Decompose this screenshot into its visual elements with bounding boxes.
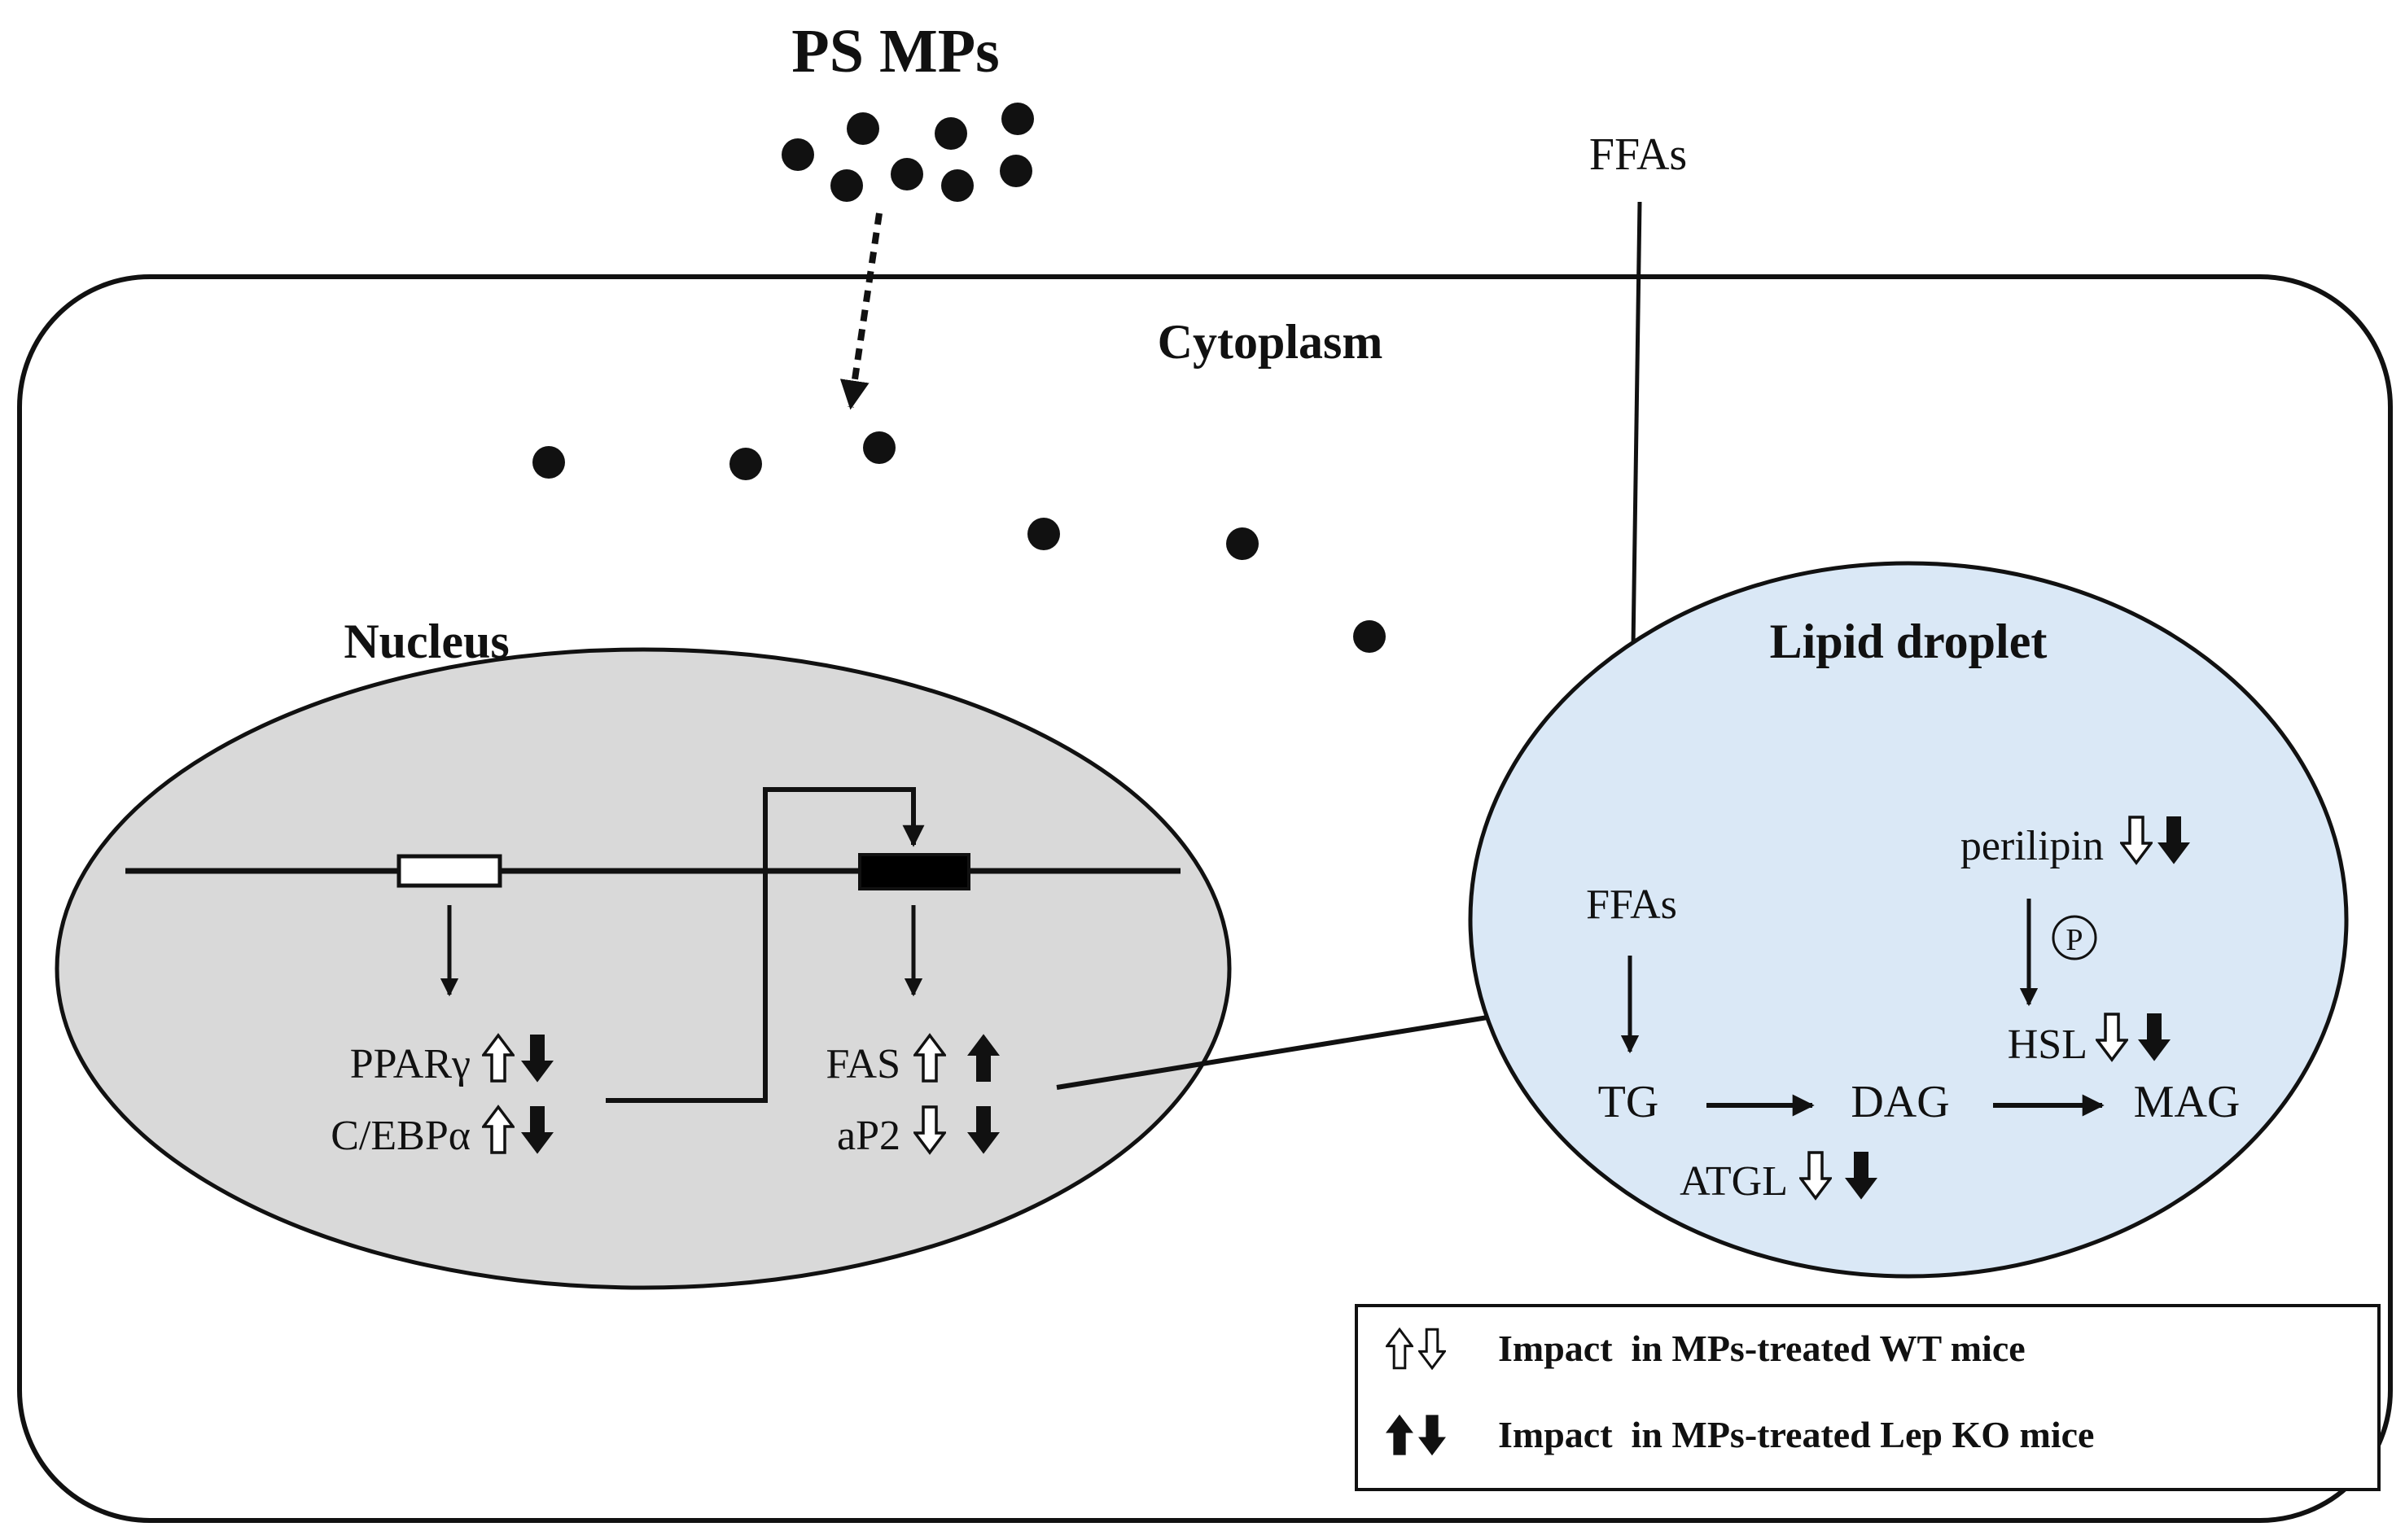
nucleus-label: Nucleus	[344, 615, 509, 668]
particle	[847, 112, 879, 145]
phosphorylation-icon	[2052, 915, 2097, 960]
particle	[1226, 527, 1259, 560]
particle	[891, 158, 923, 190]
particle	[863, 431, 896, 464]
particle	[830, 169, 863, 202]
microplastic-particles-outside	[782, 103, 1034, 202]
cytoplasm-label: Cytoplasm	[1158, 315, 1383, 369]
legend-ko-label: Impact in MPs-treated Lep KO mice	[1498, 1414, 2094, 1455]
lipid-droplet-label: Lipid droplet	[1770, 615, 2048, 668]
particle	[1353, 620, 1386, 653]
particle	[532, 446, 565, 479]
legend-wt-label: Impact in MPs-treated WT mice	[1498, 1328, 2026, 1369]
mag-label: MAG	[2134, 1077, 2241, 1127]
particle	[1001, 103, 1034, 135]
phospho-label: P	[2065, 923, 2083, 957]
ap2-label: aP2	[837, 1113, 900, 1159]
dag-label: DAG	[1851, 1077, 1949, 1127]
particle	[782, 138, 814, 171]
promoter-open	[396, 854, 502, 888]
particle	[941, 169, 974, 202]
tg-label: TG	[1598, 1077, 1659, 1127]
lipid-droplet	[1468, 561, 2349, 1279]
fas-label: FAS	[826, 1041, 900, 1087]
cebpa-label: C/EBPα	[331, 1113, 471, 1159]
atgl-label: ATGL	[1680, 1158, 1788, 1205]
particle	[935, 117, 967, 150]
transactivation-path	[606, 787, 925, 1103]
perilipin-label: perilipin	[1960, 823, 2104, 869]
uptake-arrow	[839, 212, 883, 410]
target-gene-box	[858, 853, 970, 890]
ps-mps-label: PS MPs	[791, 17, 999, 85]
ffas-outside-label: FFAs	[1589, 129, 1687, 180]
legend-box	[1355, 1304, 2381, 1491]
nucleus	[55, 647, 1232, 1290]
pparg-label: PPARγ	[350, 1041, 471, 1087]
ld-ffas-label: FFAs	[1586, 882, 1677, 928]
hsl-label: HSL	[2008, 1022, 2087, 1068]
particle	[1027, 518, 1060, 550]
microplastic-particles-inside	[532, 431, 1386, 653]
particle	[729, 448, 762, 480]
particle	[1000, 155, 1032, 187]
